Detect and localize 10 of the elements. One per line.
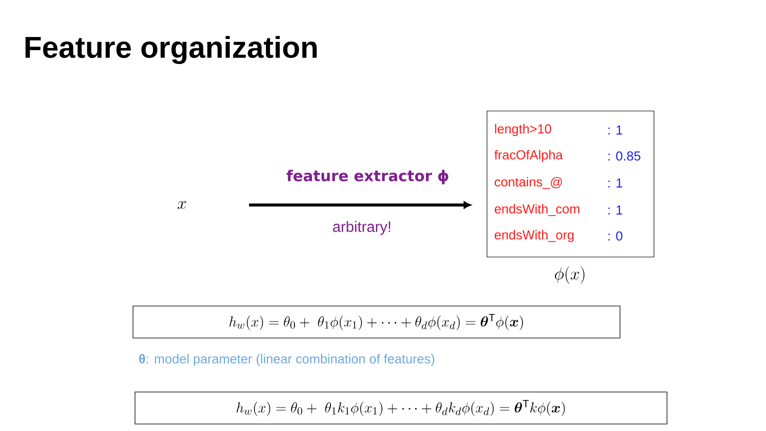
note-text: θ: model parameter (linear combination of features) bbox=[139, 354, 434, 366]
feature-box: length>10 : 1 fracOfAlpha : 0.85 contains_@ : 1 endsWith_com : 1 endsWith_org : 0 bbox=[486, 110, 654, 258]
variable-symbol: $x$ bbox=[178, 201, 186, 209]
formula-box: $h_w(x) = \theta_0 +\ \theta_1\phi(x_1) + \cdots + \theta_d\phi(x_d) = \bm{\theta}^{\mathrm{T}}\phi(\bm{x})$ bbox=[132, 306, 620, 338]
title: Feature organization bbox=[26, 36, 317, 64]
edge-label: feature extractor ϕ bbox=[286, 170, 448, 184]
arrow bbox=[249, 201, 471, 209]
output-symbol: $\phi(x)$ bbox=[554, 266, 584, 284]
formula-box: $h_w(x) = \theta_0 +\ \theta_1 k_1\phi(x_1) + \cdots + \theta_d k_d\phi(x_d) = \bm{\theta}^{\mathrm{T}} k\phi(\bm{x})$ bbox=[134, 392, 668, 424]
edge-note: arbitrary! bbox=[333, 221, 390, 235]
